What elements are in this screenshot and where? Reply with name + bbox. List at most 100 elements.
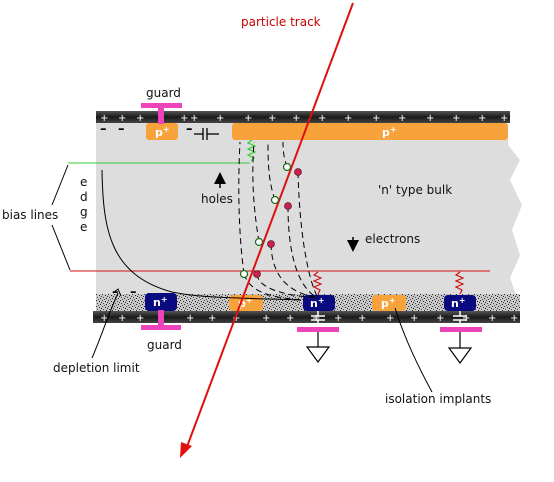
bottom-plus-charge-14: + bbox=[436, 313, 444, 324]
depletion-limit-arrowhead bbox=[112, 288, 122, 297]
p-implant-bottom-2-label: p bbox=[381, 297, 389, 310]
particle-track-label: particle track bbox=[241, 15, 321, 29]
n-implant-bottom-1-label: n bbox=[153, 296, 161, 309]
svg-text:p+: p+ bbox=[155, 125, 170, 139]
bottom-plus-charge-13: + bbox=[410, 313, 418, 324]
p-implant-top-right-sup: + bbox=[390, 125, 397, 134]
top-minus-charge-3: – bbox=[186, 122, 193, 137]
ground-symbol-2 bbox=[447, 347, 473, 365]
top-plus-charge-7: + bbox=[244, 113, 252, 124]
n-type-bulk-region bbox=[96, 122, 522, 300]
isolation-implants-label: isolation implants bbox=[385, 392, 491, 406]
guard-bottom-stem bbox=[158, 310, 164, 326]
guard-top-bar bbox=[141, 103, 182, 108]
top-plus-charge-16: + bbox=[478, 113, 486, 124]
svg-text:p+: p+ bbox=[381, 296, 396, 310]
bottom-plus-charge-11: + bbox=[358, 313, 366, 324]
p-implant-bottom-2 bbox=[372, 295, 406, 311]
electron-drift-paths bbox=[243, 171, 319, 301]
top-plus-charge-12: + bbox=[372, 113, 380, 124]
p-implant-top-left-label: p bbox=[155, 126, 163, 139]
guard-bottom-bar bbox=[141, 325, 181, 330]
bottom-plus-charge-5: + bbox=[208, 313, 216, 324]
n-implant-bottom-3-label: n bbox=[451, 297, 459, 310]
bottom-plus-charge-6: + bbox=[232, 313, 240, 324]
n-implant-bottom-2-label: n bbox=[310, 297, 318, 310]
top-plus-charge-11: + bbox=[344, 113, 352, 124]
top-plus-charge-15: + bbox=[452, 113, 460, 124]
edge-label: e d g e bbox=[80, 175, 88, 234]
n-implant-bottom-1 bbox=[145, 293, 177, 311]
n-type-bulk-label: 'n' type bulk bbox=[378, 183, 452, 197]
n-implant-bottom-2 bbox=[303, 295, 335, 311]
top-plus-charge-3: + bbox=[136, 113, 144, 124]
p-implant-top-left bbox=[146, 123, 178, 140]
edge-letter-e2: e bbox=[80, 220, 87, 234]
p-implant-bottom-1-sup: + bbox=[246, 296, 253, 305]
p-implant-top-left-sup: + bbox=[163, 125, 170, 134]
top-plus-charge-14: + bbox=[426, 113, 434, 124]
bias-lines-pointer-top bbox=[51, 164, 69, 206]
top-plus-charge-2: + bbox=[118, 113, 126, 124]
guard-bottom-label: guard bbox=[147, 338, 182, 352]
particle-track-line bbox=[184, 2, 354, 453]
svg-text:n+: n+ bbox=[451, 296, 466, 310]
n-implant-bottom-3 bbox=[444, 295, 476, 311]
electron-markers bbox=[253, 168, 302, 278]
n-implant-bottom-2-sup: + bbox=[318, 296, 325, 305]
bottom-plus-charges: +++++++++++++++++ bbox=[100, 313, 518, 324]
bottom-plus-charge-10: + bbox=[334, 313, 342, 324]
bias-resistor-bottom-2 bbox=[454, 271, 465, 295]
holes-markers bbox=[239, 162, 292, 279]
bottom-plus-charge-8: + bbox=[286, 313, 294, 324]
bottom-metal-strip bbox=[93, 311, 520, 323]
bottom-plus-charge-3: + bbox=[136, 313, 144, 324]
top-minus-charge-2: – bbox=[118, 122, 125, 137]
bottom-plus-charge-9: + bbox=[312, 313, 320, 324]
particle-track-arrowhead bbox=[180, 442, 192, 458]
top-plus-charge-6: + bbox=[216, 113, 224, 124]
top-coupling-capacitor bbox=[194, 128, 219, 140]
bias-lines-pointer-bottom bbox=[51, 224, 71, 271]
svg-text:n+: n+ bbox=[153, 295, 168, 309]
guard-top-label: guard bbox=[146, 86, 181, 100]
readout-channel-2 bbox=[440, 311, 482, 365]
p-implant-bottom-2-sup: + bbox=[389, 296, 396, 305]
svg-text:p+: p+ bbox=[382, 125, 397, 139]
top-plus-charge-10: + bbox=[318, 113, 326, 124]
top-plus-charge-8: + bbox=[268, 113, 276, 124]
bottom-plus-charge-15: + bbox=[462, 313, 470, 324]
top-plus-charges: +++++++++++++++++ bbox=[100, 113, 508, 124]
bias-lines-label: bias lines bbox=[2, 208, 58, 222]
top-minus-charge-1: – bbox=[100, 122, 107, 137]
depletion-limit-label: depletion limit bbox=[53, 361, 140, 375]
p-implant-top-right-label: p bbox=[382, 126, 390, 139]
isolation-implants-pointer bbox=[394, 307, 433, 393]
bottom-plus-charge-17: + bbox=[510, 313, 518, 324]
top-plus-charge-13: + bbox=[398, 113, 406, 124]
svg-text:n+: n+ bbox=[310, 296, 325, 310]
readout-channel-1 bbox=[297, 311, 339, 364]
bottom-minus-charge-2: – bbox=[130, 285, 137, 300]
p-implant-top-right bbox=[232, 123, 508, 140]
top-plus-charge-4: + bbox=[180, 113, 188, 124]
depletion-limit-pointer bbox=[91, 292, 119, 359]
bottom-plus-charge-1: + bbox=[100, 313, 108, 324]
bottom-plus-charge-7: + bbox=[262, 313, 270, 324]
n-implant-bottom-1-sup: + bbox=[161, 295, 168, 304]
top-plus-charge-17: + bbox=[500, 113, 508, 124]
bottom-plus-charge-16: + bbox=[488, 313, 496, 324]
top-plus-charge-1: + bbox=[100, 113, 108, 124]
edge-letter-d: d bbox=[80, 190, 88, 204]
depletion-limit-curve bbox=[101, 169, 301, 301]
edge-letter-g: g bbox=[80, 205, 88, 219]
electrons-label: electrons bbox=[365, 232, 420, 246]
top-plus-charge-5: + bbox=[190, 113, 198, 124]
p-implant-bottom-1-label: p bbox=[238, 297, 246, 310]
svg-text:p+: p+ bbox=[238, 296, 253, 310]
holes-label: holes bbox=[201, 192, 233, 206]
bottom-plus-charge-4: + bbox=[186, 313, 194, 324]
guard-top-stem bbox=[158, 106, 164, 124]
top-plus-charge-9: + bbox=[292, 113, 300, 124]
